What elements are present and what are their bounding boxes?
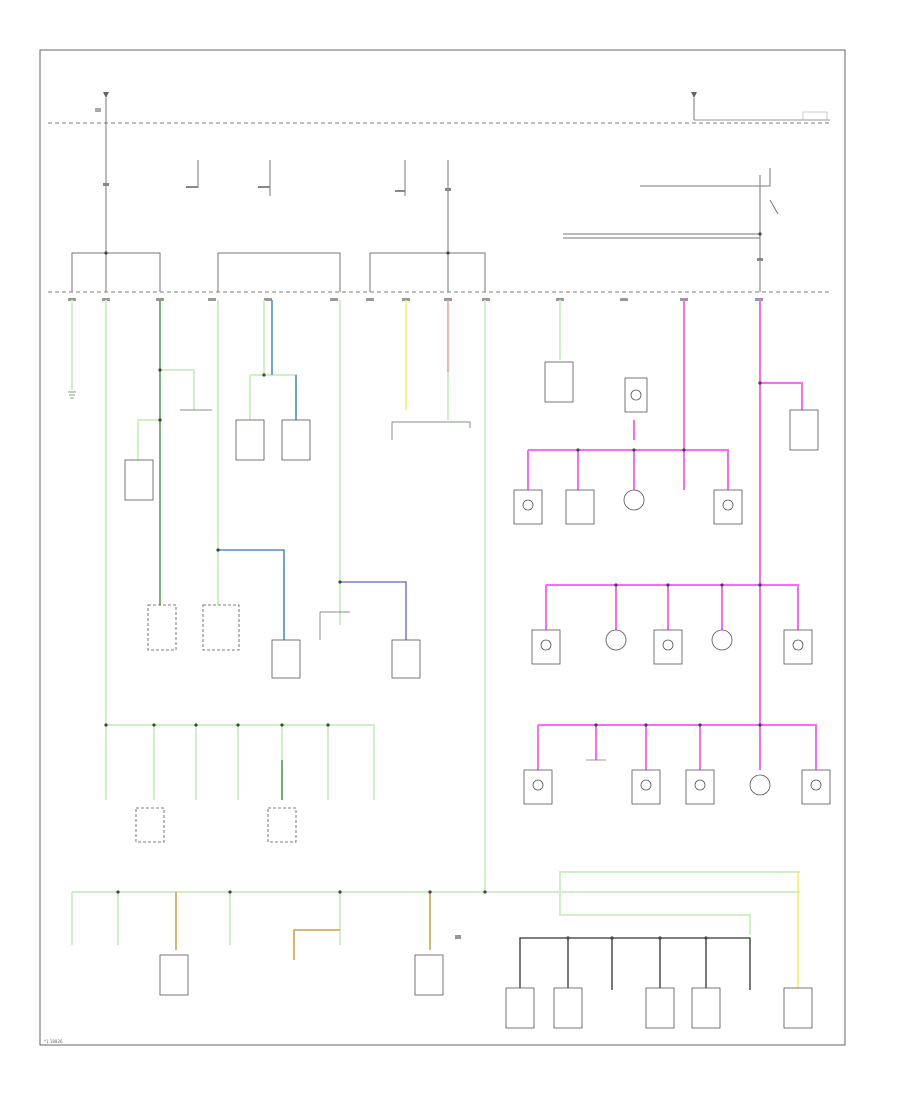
wire-violet [340,581,407,640]
frame-reference: *1 18826 [44,1039,63,1044]
wires-dark-green [159,300,283,800]
ground-symbols [68,391,606,761]
wires-pink [527,300,817,770]
power-source-left [95,92,109,123]
fuse-symbols [103,183,763,261]
wires-green [71,300,800,945]
fuse-pin-row [68,298,763,301]
splice-dots [104,232,762,940]
diagram-frame [39,49,846,1046]
power-source-right [691,92,830,121]
wire-tan [175,892,431,960]
lamp-symbols [522,389,822,796]
wire-yellow [405,300,799,990]
wire-blue [218,300,297,640]
wires-black [519,937,751,990]
fuse-feeds [71,123,779,292]
connector-symbols [180,409,471,939]
